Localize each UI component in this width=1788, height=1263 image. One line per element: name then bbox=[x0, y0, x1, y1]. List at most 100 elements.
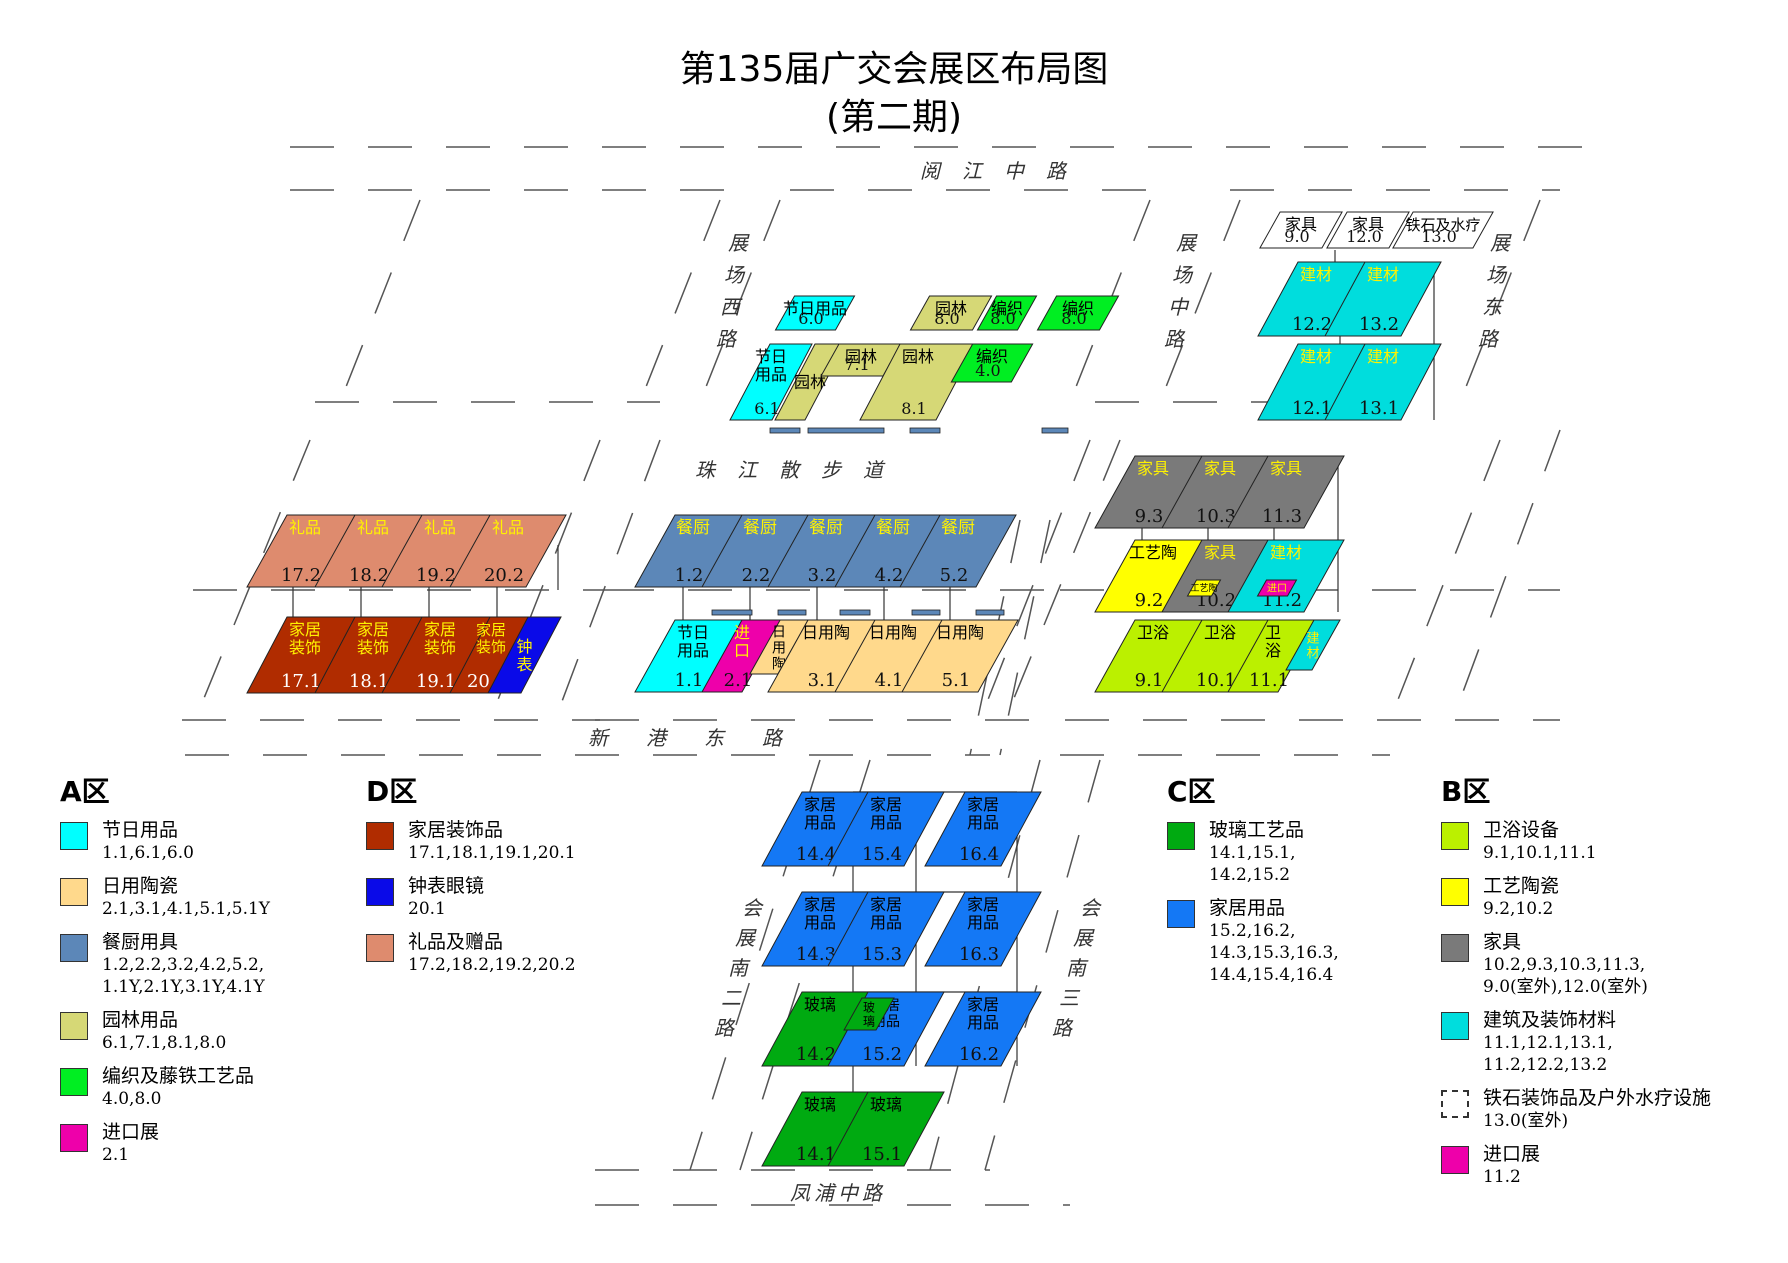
hall-block[interactable]: 工艺陶 bbox=[1186, 579, 1222, 597]
hall-label: 玻璃 bbox=[804, 995, 836, 1014]
hall-block[interactable]: 餐厨2.2 bbox=[701, 514, 819, 588]
hall-number: 15.2 bbox=[862, 1044, 902, 1065]
page-subtitle: (第二期) bbox=[825, 97, 963, 138]
hall-number: 13.2 bbox=[1359, 314, 1399, 335]
legend-swatch bbox=[1167, 822, 1195, 850]
hall-block[interactable]: 卫浴9.1 bbox=[1094, 619, 1212, 693]
hall-label: 家居 bbox=[804, 895, 836, 914]
legend-desc: 1.1,6.1,6.0 bbox=[102, 843, 194, 863]
hall-number: 8.0 bbox=[1061, 309, 1086, 328]
legend-swatch bbox=[366, 934, 394, 962]
hall-label: 编织 bbox=[976, 347, 1008, 366]
hall-shape bbox=[1256, 579, 1298, 597]
road-line bbox=[1389, 439, 1501, 721]
hall-number: 15.3 bbox=[862, 944, 902, 965]
hall-number: 1.2 bbox=[675, 565, 704, 586]
hall-block[interactable]: 玻璃 bbox=[843, 997, 895, 1031]
hall-block[interactable]: 餐厨5.2 bbox=[899, 514, 1017, 588]
hall-block[interactable]: 园林8.1 bbox=[859, 343, 977, 421]
hall-block[interactable]: 园林8.0 bbox=[909, 295, 993, 331]
hall-label: 装饰 bbox=[289, 638, 321, 657]
road-line bbox=[929, 759, 1041, 1171]
hall-label: 家居 bbox=[967, 895, 999, 914]
hall-label: 家居 bbox=[357, 620, 389, 639]
hall-block[interactable]: 建材 13.2 bbox=[1324, 261, 1442, 337]
hall-label: 用品 bbox=[804, 813, 836, 832]
hall-block[interactable]: 建材 bbox=[1285, 619, 1341, 671]
hall-shape bbox=[901, 619, 1019, 693]
road-line bbox=[639, 199, 721, 403]
hall-number: 9.3 bbox=[1135, 506, 1164, 527]
hall-number: 9.2 bbox=[1135, 590, 1164, 611]
road-char: 场 bbox=[1172, 263, 1194, 287]
hall-block[interactable]: 园林7.1 bbox=[820, 343, 902, 377]
hall-number: 4.2 bbox=[875, 565, 904, 586]
hall-block[interactable]: 编织8.0 bbox=[1036, 295, 1120, 331]
hall-shape bbox=[924, 991, 1042, 1067]
hall-block[interactable]: 进口 bbox=[1256, 579, 1298, 597]
hall-label: 建材 bbox=[1300, 265, 1332, 284]
legend-swatch bbox=[60, 1068, 88, 1096]
road-char: 浦 bbox=[814, 1181, 837, 1205]
hall-block[interactable]: 钟表 bbox=[487, 616, 562, 694]
hall-block[interactable]: 进口2.1 bbox=[701, 619, 783, 693]
hall-label: 家居 bbox=[870, 795, 902, 814]
legend-label: 家居装饰品 bbox=[408, 819, 504, 841]
road-char: 江 bbox=[737, 458, 759, 482]
legend-desc: 6.1,7.1,8.1,8.0 bbox=[102, 1033, 227, 1053]
legend-label: 家具 bbox=[1483, 931, 1522, 953]
legend-zone-head: D区 bbox=[366, 775, 418, 808]
hall-label: 园林 bbox=[902, 347, 934, 366]
kitchen-strip bbox=[909, 427, 941, 434]
hall-label: 工艺陶 bbox=[1190, 582, 1217, 594]
legend-label: 日用陶瓷 bbox=[102, 875, 179, 897]
hall-label: 建材 bbox=[1367, 265, 1399, 284]
hall-block[interactable]: 编织4.0 bbox=[950, 343, 1034, 383]
hall-number: 16.3 bbox=[959, 944, 999, 965]
hall-block[interactable]: 园林 bbox=[774, 343, 846, 421]
road-char: 二 bbox=[721, 986, 742, 1010]
hall-block[interactable]: 编织8.0 bbox=[976, 295, 1038, 331]
hall-number: 14.2 bbox=[796, 1044, 836, 1065]
legend-desc: 11.1,12.1,13.1, 11.2,12.2,13.2 bbox=[1483, 1033, 1613, 1075]
hall-block[interactable]: 家具9.0 bbox=[1259, 211, 1343, 249]
hall-shape bbox=[924, 891, 1042, 967]
legend-desc: 15.2,16.2, 14.3,15.3,16.3, 14.4,15.4,16.… bbox=[1209, 921, 1339, 985]
road-line bbox=[699, 199, 781, 403]
hall-block[interactable]: 餐厨1.2 bbox=[634, 514, 752, 588]
legend-swatch bbox=[1441, 1146, 1469, 1174]
hall-block[interactable]: 玻璃 14.2 bbox=[761, 991, 879, 1067]
road-char: 展 bbox=[1490, 231, 1512, 255]
hall-label: 建材 bbox=[1300, 347, 1332, 366]
hall-block[interactable]: 餐厨3.2 bbox=[767, 514, 885, 588]
road-char: 步 bbox=[821, 458, 843, 482]
